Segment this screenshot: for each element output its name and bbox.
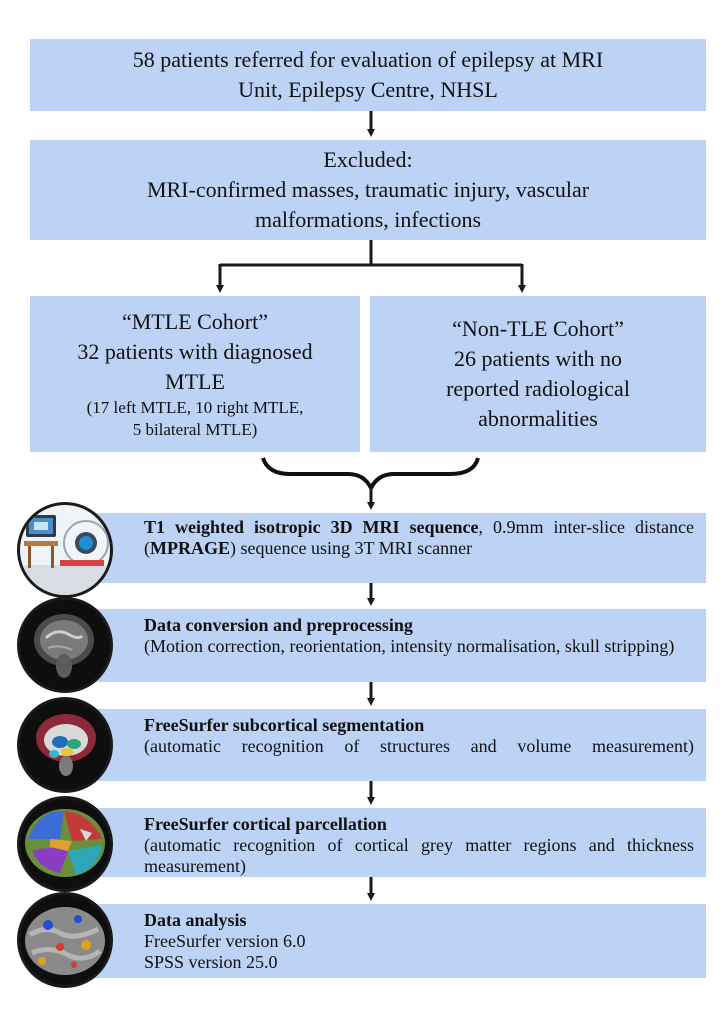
step-analysis-title: Data analysis: [144, 910, 247, 930]
mtle-cohort-detail-1: (17 left MTLE, 10 right MTLE,: [86, 398, 304, 417]
step-analysis-line-1: FreeSurfer version 6.0: [144, 931, 306, 951]
split-connector: [220, 240, 522, 267]
step-subcortical-title: FreeSurfer subcortical segmentation: [144, 715, 425, 735]
step-analysis-line-2: SPSS version 25.0: [144, 952, 278, 972]
referral-line-2: Unit, Epilepsy Centre, NHSL: [238, 77, 498, 102]
mtle-cohort-detail-2: 5 bilateral MTLE): [132, 420, 258, 439]
step-cortical-parcellation: FreeSurfer cortical parcellation (automa…: [60, 808, 706, 877]
step-subcortical-description: (automatic recognition of structures and…: [144, 736, 694, 756]
step-subcortical-segmentation: FreeSurfer subcortical segmentation (aut…: [60, 709, 706, 781]
mtle-cohort-line-2: MTLE: [165, 369, 225, 394]
mtle-cohort-title: “MTLE Cohort”: [121, 309, 269, 334]
brain-mri-slice-icon: [17, 597, 113, 693]
exclusion-title: Excluded:: [323, 147, 413, 172]
non-tle-cohort-line-3: abnormalities: [478, 406, 598, 431]
step-preprocessing: Data conversion and preprocessing (Motio…: [60, 609, 706, 682]
step-preprocessing-title: Data conversion and preprocessing: [144, 615, 413, 635]
referral-line-1: 58 patients referred for evaluation of e…: [132, 47, 604, 72]
mtle-cohort-line-1: 32 patients with diagnosed: [77, 339, 313, 364]
non-tle-cohort-box: “Non-TLE Cohort” 26 patients with no rep…: [370, 296, 706, 452]
referral-box: 58 patients referred for evaluation of e…: [30, 39, 706, 111]
step-cortical-title: FreeSurfer cortical parcellation: [144, 814, 387, 834]
step-mri-acquisition: T1 weighted isotropic 3D MRI sequence, 0…: [60, 513, 706, 583]
cortical-parcellation-icon: [17, 796, 113, 892]
non-tle-cohort-title: “Non-TLE Cohort”: [452, 316, 624, 341]
non-tle-cohort-line-1: 26 patients with no: [453, 346, 623, 371]
mtle-cohort-box: “MTLE Cohort” 32 patients with diagnosed…: [30, 296, 360, 452]
subcortical-segmentation-icon: [17, 697, 113, 793]
step-mri-acquisition-title: T1 weighted isotropic 3D MRI sequence: [144, 517, 479, 537]
step-mri-acquisition-text: T1 weighted isotropic 3D MRI sequence, 0…: [144, 517, 694, 559]
step-data-analysis: Data analysis FreeSurfer version 6.0 SPS…: [60, 904, 706, 978]
step-cortical-description: (automatic recognition of cortical grey …: [144, 835, 694, 876]
exclusion-line-1: MRI-confirmed masses, traumatic injury, …: [146, 177, 590, 202]
step-preprocessing-description: (Motion correction, reorientation, inten…: [144, 636, 675, 656]
cortical-thickness-map-icon: [17, 892, 113, 988]
exclusion-line-2: malformations, infections: [254, 207, 482, 232]
mri-scanner-icon: [17, 502, 113, 598]
exclusion-box: Excluded: MRI-confirmed masses, traumati…: [30, 140, 706, 240]
step-mri-acquisition-tail-after: ) sequence using 3T MRI scanner: [230, 538, 473, 558]
step-mri-acquisition-tail-before: , 0.9mm inter-slice distance (: [144, 517, 694, 558]
non-tle-cohort-line-2: reported radiological: [446, 376, 630, 401]
step-mri-acquisition-highlight: MPRAGE: [150, 538, 230, 558]
merge-brace: [261, 457, 480, 493]
